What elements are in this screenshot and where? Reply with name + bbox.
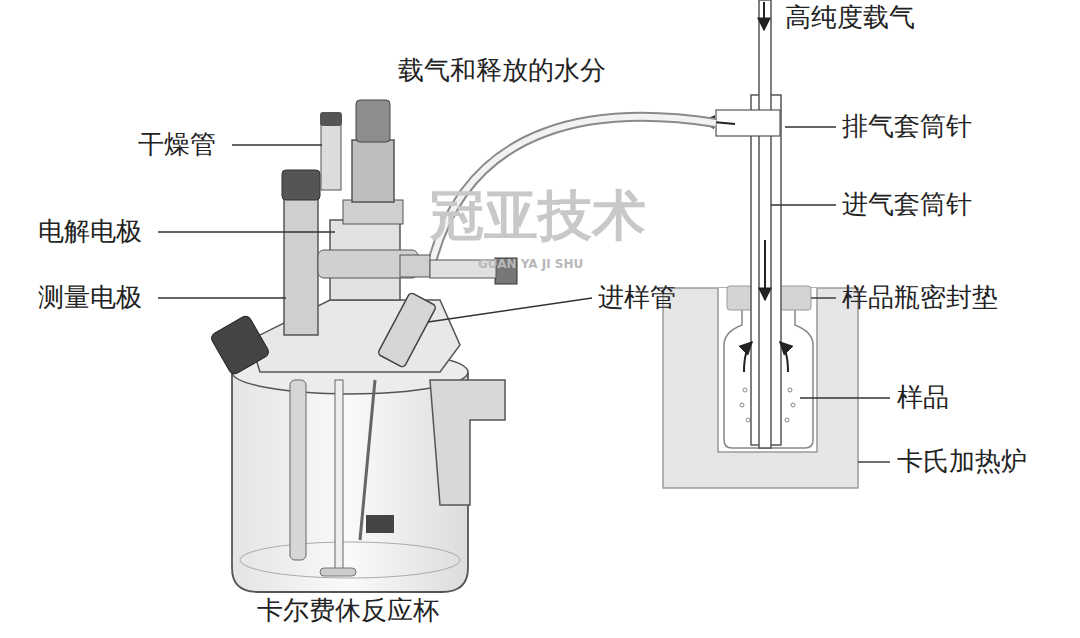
leader-lines-part xyxy=(158,231,335,232)
leader-lines-part xyxy=(771,204,836,205)
part-label: 载气和释放的水分 xyxy=(398,56,606,86)
part-label: 测量电极 xyxy=(38,283,142,313)
flow-arrows-part xyxy=(744,342,752,372)
leader-lines-part xyxy=(811,297,836,298)
kf-cell-part xyxy=(209,314,270,376)
leader-lines-part xyxy=(428,298,592,322)
kf-cell xyxy=(209,100,517,592)
leader-lines-part xyxy=(232,144,322,145)
flow-arrows-part xyxy=(780,342,788,372)
sample-bubbles-part xyxy=(743,388,747,392)
part-label: 进气套筒针 xyxy=(842,190,972,220)
kf-cell-part xyxy=(240,542,460,578)
part-label: 进样管 xyxy=(598,283,676,313)
kf-cell-part xyxy=(321,120,341,190)
part-label: 样品 xyxy=(897,383,949,413)
flow-arrows-part xyxy=(763,2,765,30)
kf-cell-part xyxy=(366,515,394,533)
leader-lines-part xyxy=(785,126,836,127)
part-label: 高纯度载气 xyxy=(785,3,915,33)
kf-cell-part xyxy=(284,195,318,335)
watermark: GUAN YA JI SHU xyxy=(478,258,583,272)
kf-cell-part xyxy=(343,200,403,224)
part-label: 样品瓶密封垫 xyxy=(842,283,998,313)
sample-bubbles-part xyxy=(788,388,792,392)
kf-cell-part xyxy=(377,292,436,368)
leader-lines-part xyxy=(858,461,890,462)
kf-cell-part xyxy=(320,112,342,126)
kf-cell-part xyxy=(356,100,390,142)
part-label: 电解电极 xyxy=(38,217,142,247)
sample-bubbles-part xyxy=(791,403,795,407)
leader-lines-part xyxy=(800,397,890,398)
kf-cell-part xyxy=(352,140,394,202)
flow-arrows xyxy=(702,2,788,372)
part-label: 排气套筒针 xyxy=(842,112,972,142)
sample-bubbles-part xyxy=(740,403,744,407)
sample-bubbles-part xyxy=(746,418,750,422)
needles xyxy=(716,0,781,448)
kf-cell-part xyxy=(290,380,306,560)
kf-cell-part xyxy=(430,380,505,505)
part-label: 干燥管 xyxy=(138,130,216,160)
watermark: 冠亚技术 xyxy=(430,185,646,247)
sample-bubbles-part xyxy=(785,418,789,422)
kf-cell-part xyxy=(335,380,343,570)
vessel-label: 卡尔费休反应杯 xyxy=(257,596,439,626)
kf-cell-part xyxy=(400,255,430,277)
kf-cell-part xyxy=(320,568,356,576)
flow-arrows-part xyxy=(764,240,766,300)
leader-lines xyxy=(158,127,890,462)
needles-part xyxy=(759,0,771,448)
kf-cell-part xyxy=(282,170,320,200)
part-label: 卡氏加热炉 xyxy=(897,447,1027,477)
leader-lines-part xyxy=(158,297,286,298)
